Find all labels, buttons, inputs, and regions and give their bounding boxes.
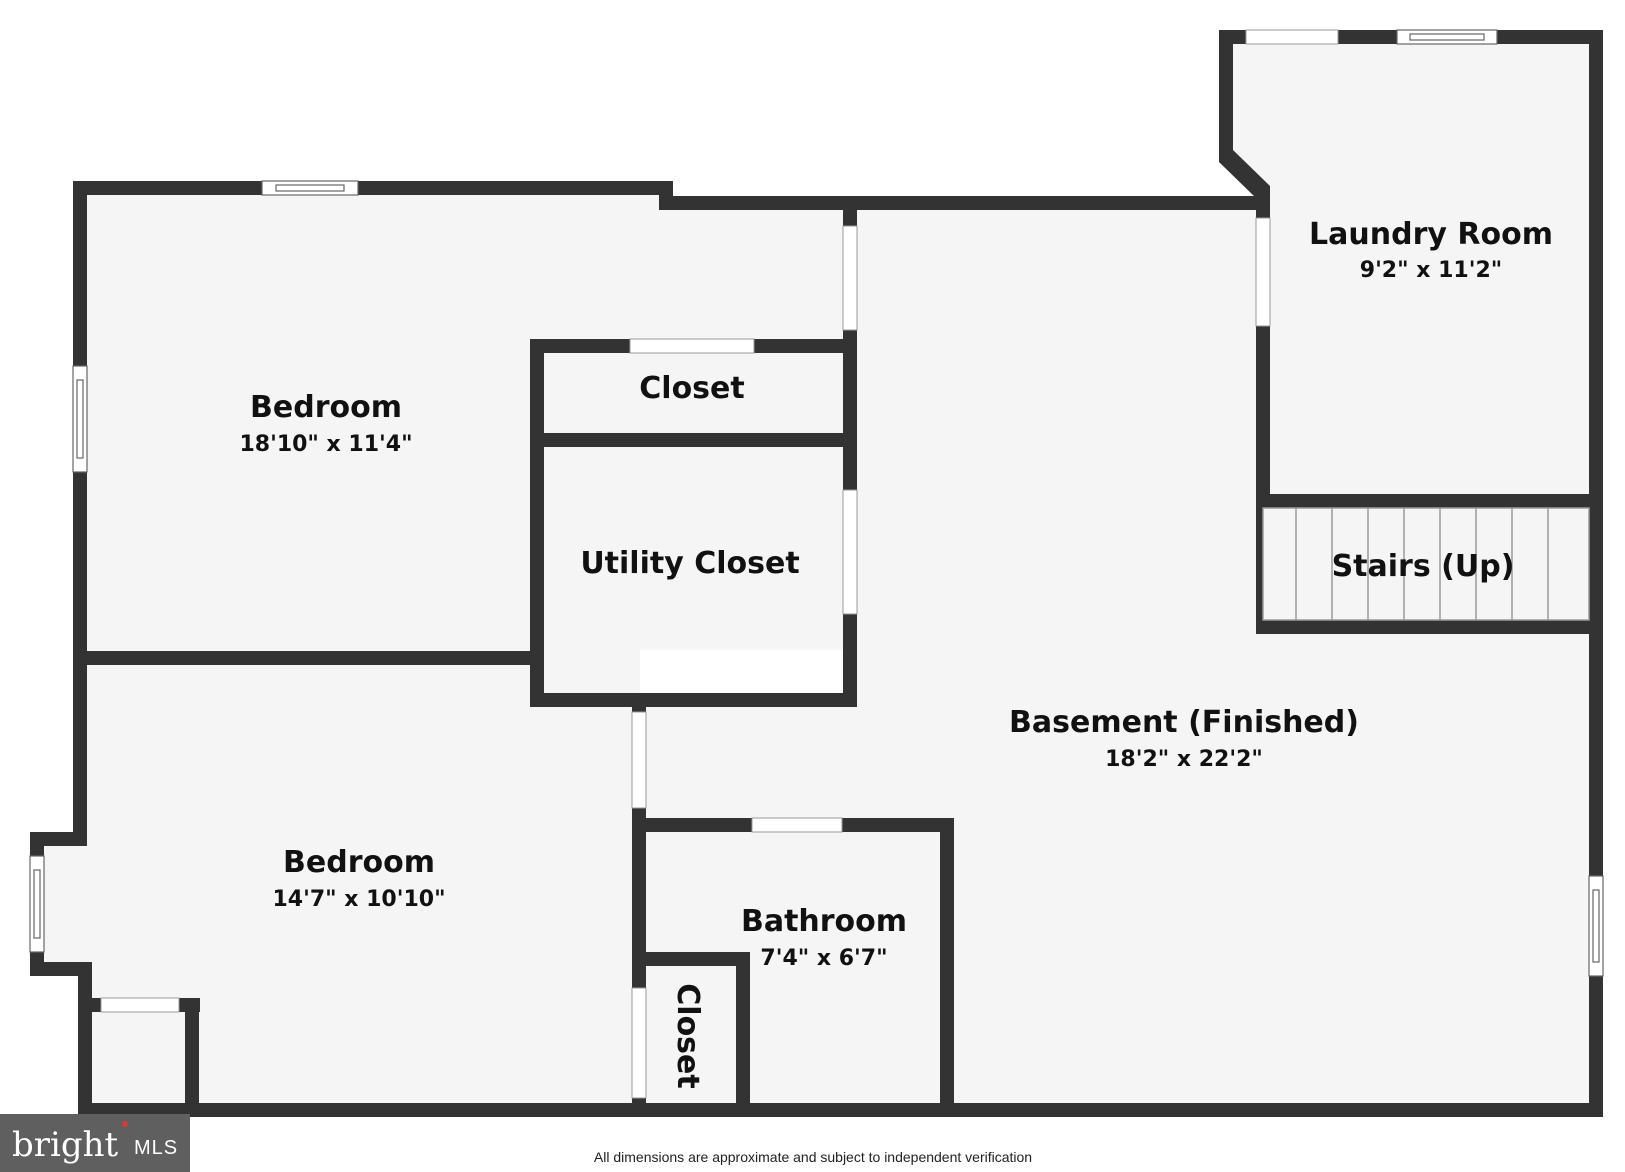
wall — [1589, 30, 1603, 1117]
door-opening — [631, 987, 647, 1099]
windows — [29, 29, 1604, 977]
window-pane — [1409, 33, 1485, 41]
wall — [632, 952, 750, 966]
wall — [736, 952, 750, 1110]
disclaimer-note: All dimensions are approximate and subje… — [594, 1149, 1032, 1165]
basement-dims: 18'2" x 22'2" — [1105, 747, 1263, 772]
logo-background — [0, 1114, 190, 1172]
bedroom-lower-label: Bedroom — [283, 845, 435, 880]
wall — [30, 832, 87, 846]
laundry-room-dims: 9'2" x 11'2" — [1360, 258, 1502, 283]
logo-suffix: MLS — [134, 1137, 178, 1159]
window-pane — [33, 869, 41, 939]
door-opening — [1255, 217, 1271, 327]
stairs-label: Stairs (Up) — [1332, 549, 1515, 584]
wall — [659, 196, 1264, 210]
logo-dot-icon — [122, 1121, 128, 1127]
wall — [73, 181, 673, 195]
door-openings — [100, 29, 1339, 1099]
door-opening — [1245, 29, 1339, 45]
stair-area — [1262, 507, 1590, 621]
wall — [940, 818, 954, 1110]
window-pane — [1592, 889, 1600, 963]
door-opening — [842, 489, 858, 615]
wall — [1219, 30, 1233, 156]
wall — [530, 693, 857, 707]
wall — [185, 998, 199, 1110]
wall — [530, 433, 854, 447]
wall — [73, 181, 87, 841]
utility-closet-label: Utility Closet — [580, 546, 799, 581]
basement-label: Basement (Finished) — [1009, 705, 1359, 740]
wall — [78, 962, 92, 1117]
wall — [30, 962, 92, 976]
bedroom-lower-dims: 14'7" x 10'10" — [272, 887, 445, 912]
logo-word: bright — [12, 1125, 119, 1165]
bathroom-dims: 7'4" x 6'7" — [760, 946, 887, 971]
stair-treads — [1262, 507, 1590, 621]
bedroom-upper-dims: 18'10" x 11'4" — [239, 432, 412, 457]
basement-floor — [640, 203, 1595, 1110]
door-opening — [629, 338, 755, 354]
wall — [1256, 494, 1603, 508]
laundry-room-label: Laundry Room — [1309, 217, 1553, 252]
wall — [73, 651, 543, 665]
floor-fill — [40, 38, 1597, 1110]
door-opening — [631, 711, 647, 809]
bedroom-upper-label: Bedroom — [250, 390, 402, 425]
closet-top-label: Closet — [639, 371, 744, 406]
closet-bath-label: Closet — [670, 983, 705, 1088]
window-pane — [76, 379, 84, 459]
wall — [530, 339, 544, 707]
door-opening — [100, 997, 180, 1013]
door-opening — [842, 225, 858, 331]
bright-mls-logo: bright MLS — [0, 1114, 190, 1172]
laundry-floor — [1228, 38, 1597, 625]
bathroom-label: Bathroom — [741, 904, 907, 939]
bedroom-lower-floor — [40, 650, 640, 1110]
wall — [78, 1103, 1599, 1117]
door-opening — [751, 817, 843, 833]
window-pane — [275, 184, 345, 192]
bedroom-upper-floor — [77, 185, 847, 650]
wall — [1256, 620, 1603, 634]
